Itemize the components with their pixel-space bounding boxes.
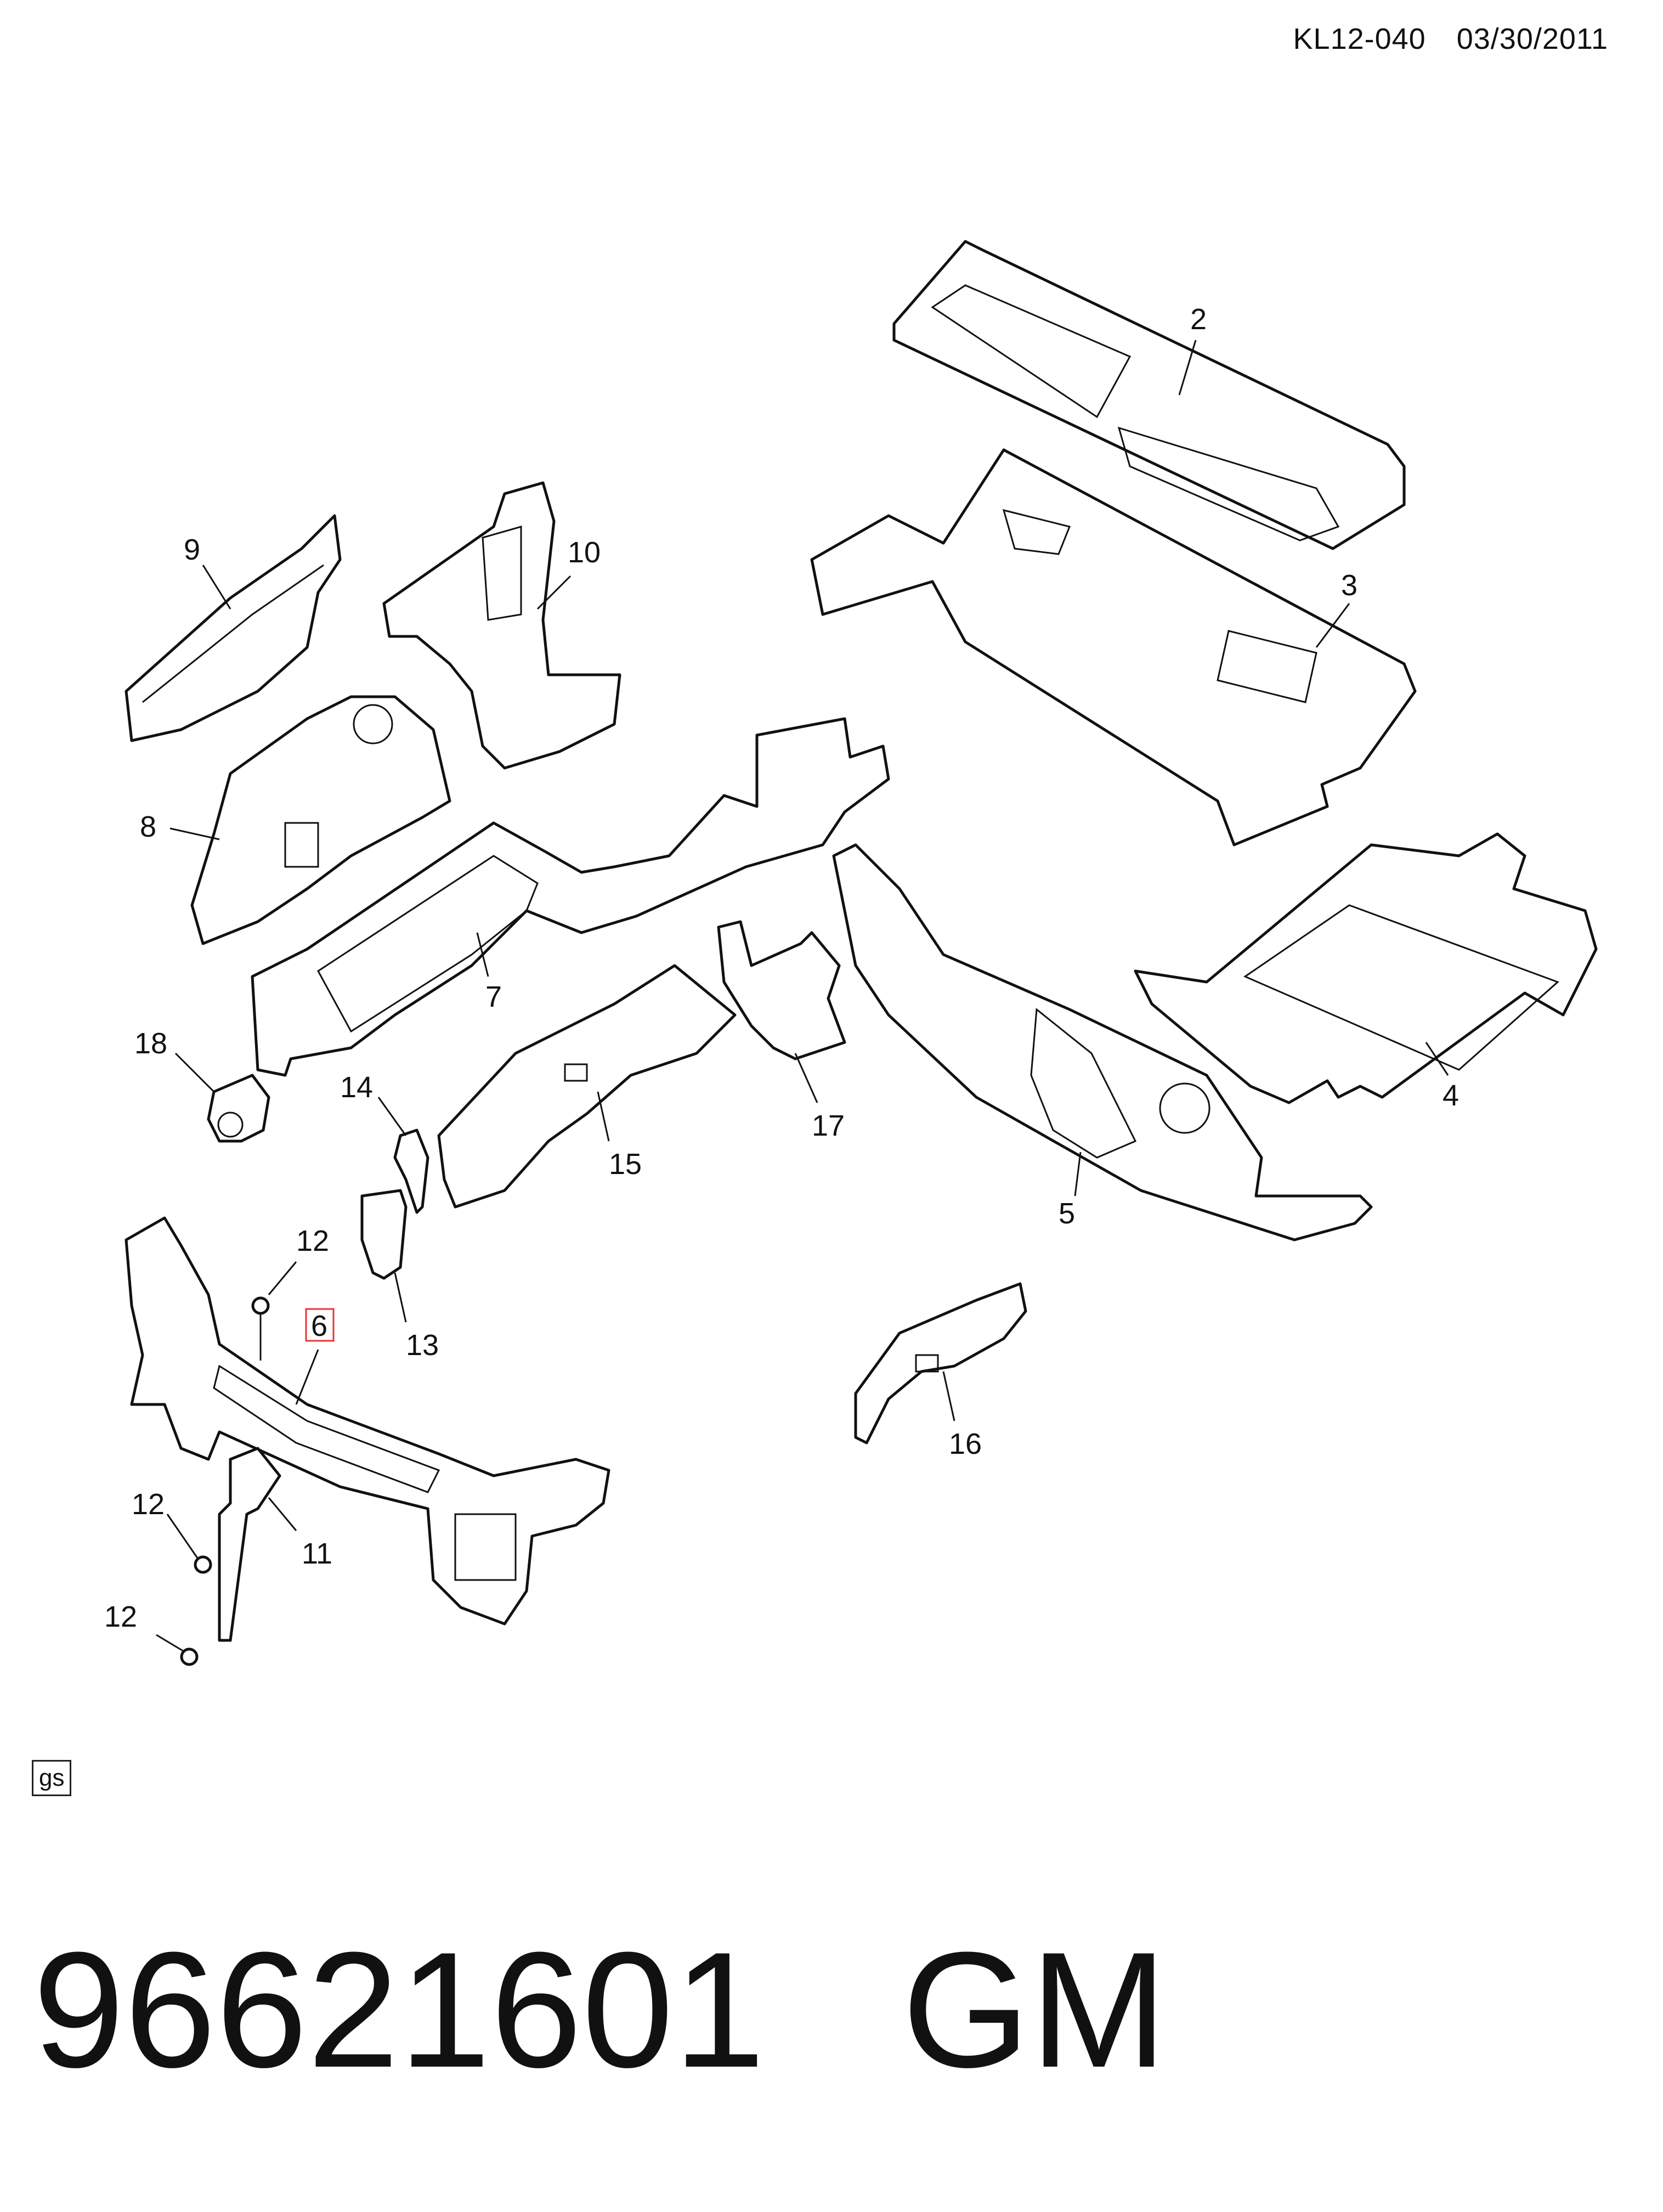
callout-18: 18 — [134, 1027, 167, 1060]
callout-2: 2 — [1190, 303, 1207, 336]
callout-8: 8 — [140, 810, 156, 843]
callout-17: 17 — [812, 1109, 845, 1142]
callout-6-highlight — [305, 1308, 335, 1342]
part-6-radiator-support — [125, 1216, 610, 1626]
callout-12a: 12 — [296, 1224, 329, 1257]
callout-14: 14 — [340, 1071, 373, 1104]
callout-10: 10 — [568, 536, 601, 569]
diagram-date: 03/30/2011 — [1456, 22, 1608, 55]
part-11-brace — [218, 1447, 281, 1642]
callout-12c: 12 — [104, 1600, 137, 1633]
part-18-mount — [207, 1074, 270, 1143]
callout-16: 16 — [949, 1427, 982, 1460]
callout-labels: 2 3 4 5 6 7 8 9 10 11 12 12 12 13 14 15 … — [104, 303, 1459, 1633]
callout-13: 13 — [406, 1329, 439, 1362]
part-16-side-reinforcement — [854, 1282, 1027, 1444]
callout-4: 4 — [1443, 1079, 1459, 1112]
part-number-footer: 96621601 GM — [33, 1915, 1167, 2104]
diagram-code: KL12-040 — [1293, 22, 1426, 55]
gs-badge: gs — [32, 1760, 72, 1796]
part-14-small-bracket — [393, 1128, 429, 1214]
part-7-frame-rail — [251, 717, 890, 1077]
callout-11: 11 — [302, 1537, 332, 1570]
callout-15: 15 — [609, 1148, 642, 1181]
callout-7: 7 — [485, 980, 502, 1013]
part-3-dash-panel — [810, 448, 1417, 847]
part-15-inner-rail — [437, 964, 737, 1209]
part-2-cowl-panel — [892, 240, 1406, 550]
part-number: 96621601 — [33, 1917, 765, 2102]
callout-12b: 12 — [132, 1488, 165, 1521]
callout-5: 5 — [1059, 1197, 1075, 1230]
part-13-bracket — [360, 1189, 408, 1280]
callout-9: 9 — [184, 533, 200, 566]
part-17-bracket-plate — [717, 920, 846, 1060]
part-9-upper-rail — [125, 514, 342, 742]
callout-3: 3 — [1341, 569, 1357, 602]
diagram-header: KL12-040 03/30/2011 — [1271, 22, 1608, 56]
brand-name: GM — [902, 1917, 1168, 2102]
part-12-bolts — [180, 1296, 270, 1666]
leader-lines — [156, 340, 1449, 1652]
callout-6: 6 — [311, 1310, 327, 1342]
part-4-floor-frame — [1134, 832, 1598, 1104]
part-8-wheelhouse — [190, 695, 451, 945]
part-5-body-assembly — [832, 843, 1373, 1242]
part-10-inner-panel — [382, 481, 621, 770]
